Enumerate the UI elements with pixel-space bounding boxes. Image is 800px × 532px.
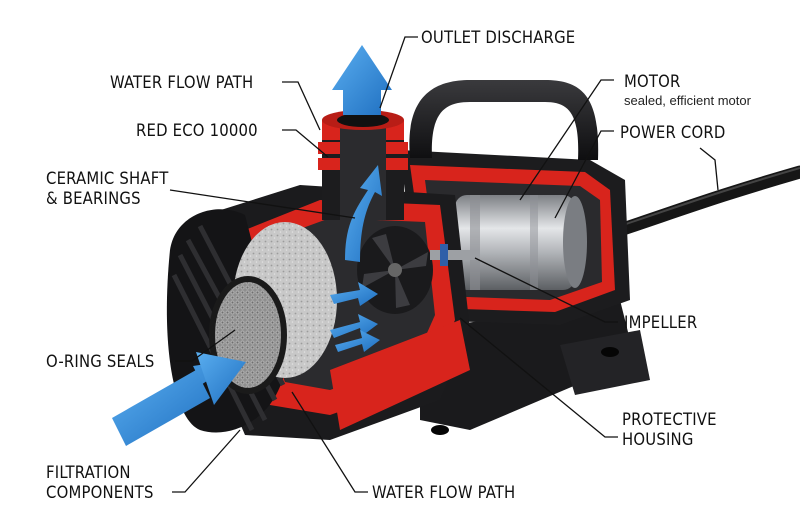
label-filtration-line1: FILTRATION — [46, 463, 131, 482]
label-red-eco: RED ECO 10000 — [136, 121, 258, 140]
label-power-cord: POWER CORD — [620, 123, 726, 142]
label-ceramic-shaft-line2: & BEARINGS — [46, 189, 141, 208]
label-o-ring-seals: O-RING SEALS — [46, 352, 155, 371]
label-protective-housing-line2: HOUSING — [622, 430, 694, 449]
motor-illustration — [455, 195, 587, 290]
leader-lines — [169, 36, 719, 493]
label-ceramic-shaft-line1: CERAMIC SHAFT — [46, 169, 169, 188]
flow-arrows — [112, 45, 392, 446]
label-impeller: IMPELLER — [624, 313, 698, 332]
label-water-flow-path-top: WATER FLOW PATH — [110, 73, 254, 92]
label-motor-sub: sealed, efficient motor — [624, 93, 751, 108]
label-water-flow-path-bottom: WATER FLOW PATH — [372, 483, 516, 502]
label-filtration-line2: COMPONENTS — [46, 483, 154, 502]
label-outlet-discharge: OUTLET DISCHARGE — [421, 28, 576, 47]
ceramic-shaft — [430, 250, 480, 260]
red-band — [330, 320, 470, 430]
pump-base — [420, 300, 635, 430]
label-motor: MOTOR — [624, 72, 681, 91]
outlet-pipe — [318, 110, 408, 220]
impeller-illustration — [357, 226, 433, 314]
carry-handle — [409, 80, 599, 160]
power-cord — [613, 165, 800, 237]
label-protective-housing-line1: PROTECTIVE — [622, 410, 717, 429]
